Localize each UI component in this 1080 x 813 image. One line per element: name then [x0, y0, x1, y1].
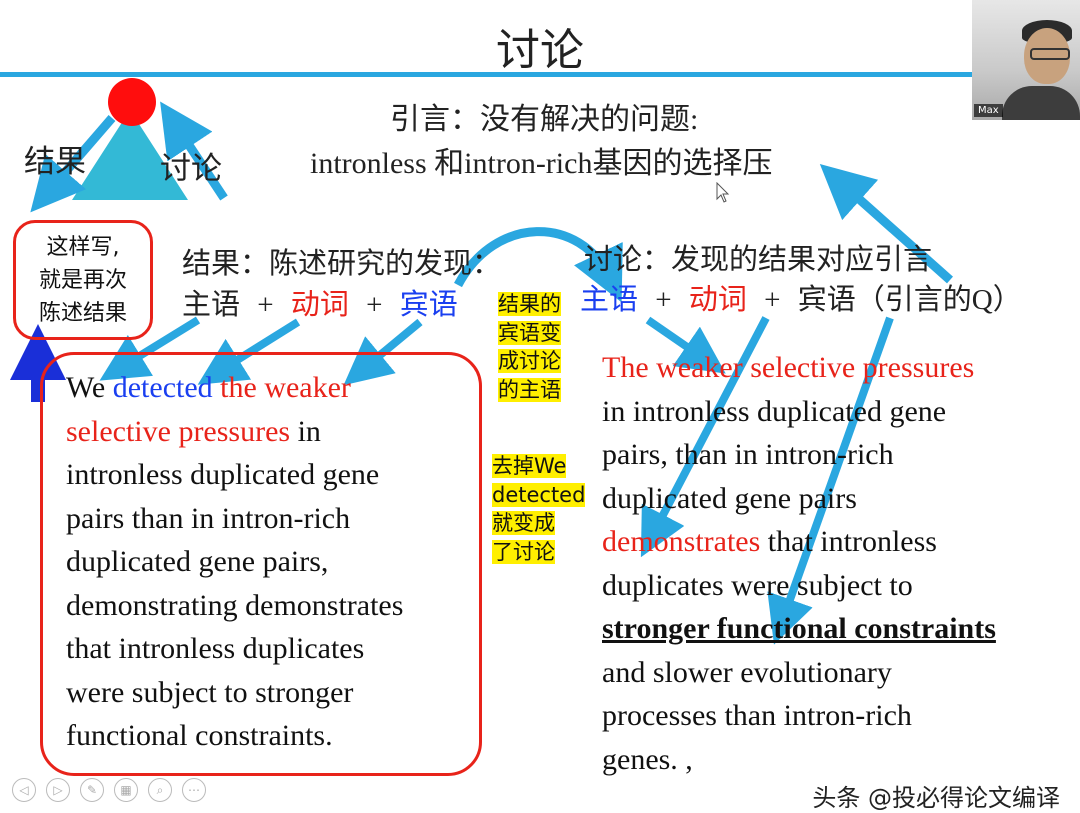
- formula-verb: 动词: [688, 284, 747, 316]
- formula-subject: 主语: [182, 289, 241, 321]
- note-box-line: 这样写,: [46, 235, 120, 260]
- formula-object: 宾语: [399, 289, 458, 321]
- note-box: 这样写, 就是再次 陈述结果: [13, 220, 153, 340]
- intro-line-1: 引言：没有解决的问题:: [390, 103, 699, 136]
- text-span: in: [290, 414, 321, 448]
- arrow-subject-to-we: [99, 316, 201, 381]
- title-underline: [0, 72, 975, 77]
- arrow-verb-to-demonstrates: [640, 316, 770, 558]
- slides-grid-icon[interactable]: ▦: [114, 778, 138, 802]
- highlight-line: 结果的: [498, 292, 561, 316]
- more-options-icon[interactable]: ⋯: [182, 778, 206, 802]
- paragraph-line: genes. ,: [602, 742, 693, 776]
- pen-icon[interactable]: ✎: [80, 778, 104, 802]
- paragraph-line-emphasis: stronger functional constraints: [602, 612, 996, 645]
- paragraph-line: duplicated gene pairs: [602, 481, 857, 515]
- paragraph-line: intronless duplicated gene: [66, 458, 380, 491]
- cursor-icon: [716, 182, 730, 203]
- results-heading: 结果：陈述研究的发现：: [182, 248, 502, 280]
- formula-verb: 动词: [290, 289, 349, 321]
- triangle-circle: [108, 78, 156, 126]
- arrow-curved-object-to-subject: [454, 227, 623, 303]
- highlight-line: 成讨论: [498, 349, 561, 373]
- arrow-object-to-weaker: [343, 318, 423, 386]
- discussion-paragraph: The weaker selective pressures in intron…: [602, 346, 996, 781]
- paragraph-line: duplicates were subject to: [602, 568, 913, 602]
- paragraph-line: pairs than in intron-rich: [66, 501, 351, 535]
- paragraph-line: functional constraints.: [66, 719, 333, 752]
- watermark: 头条 @投必得论文编译: [812, 784, 1060, 812]
- text-span-demonstrates: demonstrates: [602, 525, 761, 558]
- highlight-line: 了讨论: [492, 539, 555, 564]
- paragraph-line: The weaker selective pressures: [602, 351, 975, 384]
- text-span-weaker: the weaker: [212, 371, 351, 404]
- highlight-line: 的主语: [498, 377, 561, 402]
- text-span-detected: detected: [112, 371, 213, 404]
- text-span: that intronless: [760, 525, 937, 558]
- slide-title: 讨论: [496, 26, 584, 75]
- next-slide-icon[interactable]: ▷: [46, 778, 70, 802]
- results-formula: 主语 + 动词 + 宾语: [182, 281, 458, 323]
- formula-plus: +: [655, 284, 672, 316]
- results-paragraph-box: [40, 352, 482, 776]
- highlight-line: 就变成: [492, 511, 555, 535]
- arrow-verb-to-detected: [197, 318, 301, 385]
- intro-line-2: intronless 和intron-rich基因的选择压: [310, 147, 773, 180]
- formula-subject: 主语: [580, 284, 639, 316]
- formula-object: 宾语（引言的Q）: [797, 284, 1022, 316]
- paragraph-line: that intronless duplicates: [66, 632, 365, 665]
- text-span-pressures: selective pressures: [66, 414, 291, 448]
- note-box-line: 陈述结果: [38, 301, 127, 326]
- highlight-line: 去掉We: [492, 454, 567, 478]
- arrow-q-to-intro: [819, 164, 953, 284]
- discussion-formula: 主语 + 动词 + 宾语（引言的Q）: [580, 276, 1022, 318]
- paragraph-line: and slower evolutionary: [602, 655, 892, 689]
- paragraph-line: demonstrating demonstrates: [66, 588, 404, 622]
- highlight-line: 宾语变: [498, 320, 561, 345]
- arrow-triangle-left: [30, 115, 116, 213]
- arrow-triangle-right: [160, 101, 228, 201]
- note-box-line: 就是再次: [38, 268, 127, 293]
- triangle-shape: [72, 110, 188, 200]
- formula-plus: +: [257, 289, 274, 321]
- highlight-note-2: 去掉We detected 就变成 了讨论: [492, 452, 596, 566]
- formula-plus: +: [764, 284, 781, 316]
- arrow-object-to-constraints: [767, 316, 894, 645]
- triangle-label-discussion: 讨论: [160, 151, 222, 187]
- webcam-video: Max: [972, 0, 1080, 120]
- paragraph-line: processes than intron-rich: [602, 699, 912, 732]
- highlight-line: detected: [492, 482, 586, 507]
- highlight-note-1: 结果的 宾语变 成讨论 的主语: [498, 290, 582, 404]
- prev-slide-icon[interactable]: ◁: [12, 778, 36, 802]
- triangle-label-results: 结果: [24, 144, 86, 180]
- presentation-controls: ◁ ▷ ✎ ▦ ⌕ ⋯: [0, 772, 1080, 810]
- zoom-icon[interactable]: ⌕: [148, 778, 172, 802]
- webcam-name-tag: Max: [974, 104, 1003, 117]
- paragraph-line: pairs, than in intron-rich: [602, 438, 894, 471]
- arrow-subject-to-weaker: [645, 316, 726, 374]
- text-span: We: [66, 371, 113, 404]
- results-paragraph: We detected the weaker selective pressur…: [66, 366, 403, 758]
- paragraph-line: were subject to stronger: [66, 675, 354, 709]
- formula-plus: +: [366, 289, 383, 321]
- paragraph-line: in intronless duplicated gene: [602, 394, 947, 428]
- paragraph-line: duplicated gene pairs,: [66, 545, 329, 578]
- discussion-heading: 讨论：发现的结果对应引言: [584, 244, 933, 276]
